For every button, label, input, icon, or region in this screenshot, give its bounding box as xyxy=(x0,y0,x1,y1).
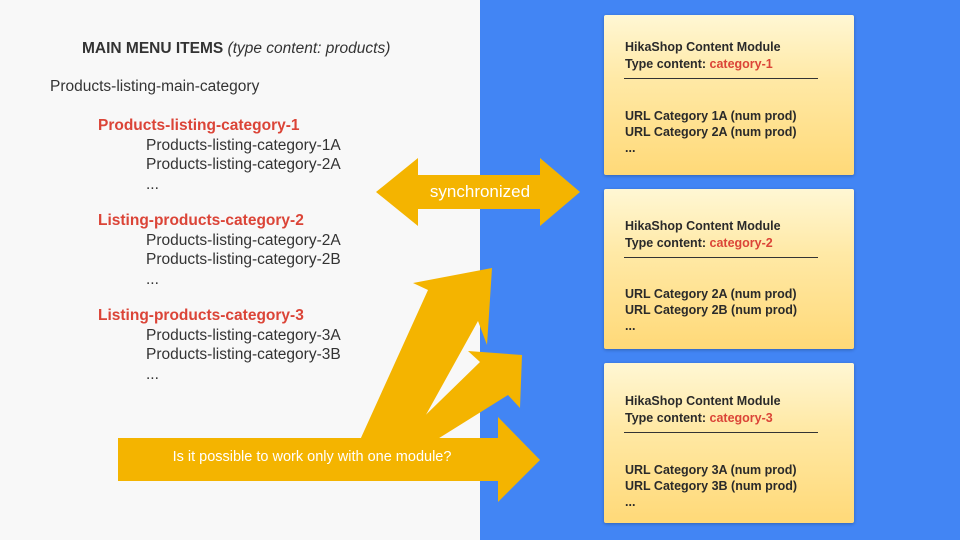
category-child: Products-listing-category-1A xyxy=(146,136,341,154)
arrow-to-module-2 xyxy=(400,351,522,440)
category-child: Products-listing-category-3B xyxy=(146,346,341,363)
module-title: HikaShop Content Module xyxy=(625,219,781,233)
module-url-item: ... xyxy=(625,319,636,334)
module-card-3: HikaShop Content Module Type content: ca… xyxy=(604,363,854,523)
module-url-item: URL Category 3B (num prod) xyxy=(625,479,797,494)
category-child: ... xyxy=(146,175,159,193)
module-url-list: URL Category 1A (num prod) URL Category … xyxy=(625,108,797,157)
module-url-list: URL Category 3A (num prod) URL Category … xyxy=(625,462,797,511)
category-title: Listing-products-category-3 xyxy=(98,307,304,324)
category-child: Products-listing-category-2B xyxy=(146,251,341,268)
module-url-item: URL Category 2B (num prod) xyxy=(625,303,797,318)
module-title: HikaShop Content Module xyxy=(625,394,781,408)
category-group-2: Listing-products-category-2 Products-lis… xyxy=(98,211,341,289)
module-divider xyxy=(624,257,818,258)
category-group-1: Products-listing-category-1 Products-lis… xyxy=(98,116,341,194)
module-type-label: Type content: xyxy=(625,57,707,71)
synchronized-double-arrow xyxy=(376,158,580,226)
module-type-label: Type content: xyxy=(625,411,707,425)
arrow-to-module-1 xyxy=(360,268,492,440)
module-card-2: HikaShop Content Module Type content: ca… xyxy=(604,189,854,349)
menu-heading: MAIN MENU ITEMS (type content: products) xyxy=(82,40,390,58)
question-arrow xyxy=(118,417,540,502)
category-child: ... xyxy=(146,365,159,383)
module-type-line: Type content: category-1 xyxy=(625,57,773,71)
question-label: Is it possible to work only with one mod… xyxy=(172,449,452,465)
category-group-3: Listing-products-category-3 Products-lis… xyxy=(98,306,341,384)
main-category-item: Products-listing-main-category xyxy=(50,78,260,95)
module-url-item: ... xyxy=(625,495,636,510)
category-child: ... xyxy=(146,270,159,288)
module-card-1: HikaShop Content Module Type content: ca… xyxy=(604,15,854,175)
category-child: Products-listing-category-3A xyxy=(146,326,341,344)
module-type-value: category-2 xyxy=(709,236,773,250)
module-url-item: ... xyxy=(625,141,636,156)
module-type-value: category-1 xyxy=(709,57,773,71)
module-url-item: URL Category 3A (num prod) xyxy=(625,463,797,477)
category-child: Products-listing-category-2A xyxy=(146,231,341,249)
menu-heading-subtitle: (type content: products) xyxy=(227,40,391,57)
module-url-item: URL Category 1A (num prod) xyxy=(625,109,797,123)
module-url-item: URL Category 2A (num prod) xyxy=(625,287,797,301)
module-type-line: Type content: category-3 xyxy=(625,411,773,425)
module-type-label: Type content: xyxy=(625,236,707,250)
menu-heading-title: MAIN MENU ITEMS xyxy=(82,40,224,57)
module-title: HikaShop Content Module xyxy=(625,40,781,54)
module-type-value: category-3 xyxy=(709,411,773,425)
category-title: Products-listing-category-1 xyxy=(98,117,300,134)
category-title: Listing-products-category-2 xyxy=(98,212,304,229)
module-divider xyxy=(624,78,818,79)
module-url-item: URL Category 2A (num prod) xyxy=(625,125,797,140)
module-type-line: Type content: category-2 xyxy=(625,236,773,250)
category-child: Products-listing-category-2A xyxy=(146,156,341,173)
synchronized-label: synchronized xyxy=(429,182,531,201)
module-divider xyxy=(624,432,818,433)
module-url-list: URL Category 2A (num prod) URL Category … xyxy=(625,286,797,335)
